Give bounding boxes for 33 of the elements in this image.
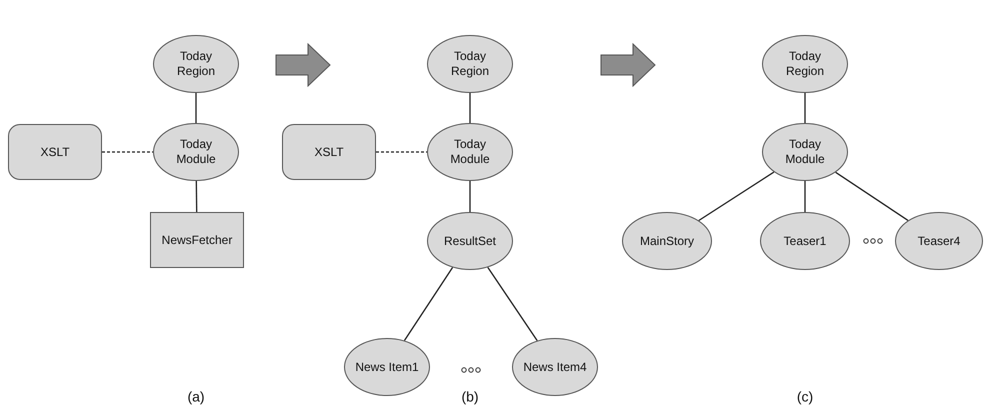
- panel-label: (b): [461, 388, 479, 406]
- node-label: Today Region: [784, 49, 826, 79]
- connector: [469, 93, 471, 123]
- node-label: News Item4: [522, 360, 588, 374]
- node-label: Teaser4: [916, 234, 962, 248]
- node-label: Today Module: [784, 137, 826, 167]
- connector: [835, 172, 908, 221]
- rounded-box: [8, 124, 102, 180]
- connector: [804, 93, 806, 123]
- node-label: XSLT: [313, 144, 345, 160]
- connector: [195, 93, 197, 123]
- dashed-connector: [102, 151, 153, 153]
- rounded-box: [282, 124, 376, 180]
- node-label: NewsFetcher: [160, 232, 234, 248]
- connector: [487, 267, 538, 341]
- node-label: ResultSet: [442, 234, 498, 248]
- connector: [804, 181, 806, 212]
- node-label: News Item1: [354, 360, 420, 374]
- process-box: [150, 212, 244, 268]
- node-label: Today Region: [176, 49, 216, 79]
- panel-label: (c): [796, 388, 814, 406]
- node-label: XSLT: [39, 144, 71, 160]
- node-label: MainStory: [638, 234, 696, 248]
- panel-label: (a): [187, 388, 205, 406]
- node-label: Today Module: [175, 137, 217, 167]
- node-label: Today Module: [449, 137, 491, 167]
- node-label: Today Region: [450, 49, 490, 79]
- dashed-connector: [376, 151, 427, 153]
- connector: [404, 267, 454, 341]
- connector: [698, 172, 774, 222]
- connector: [469, 181, 471, 212]
- connector: [196, 181, 198, 212]
- node-label: Teaser1: [782, 234, 828, 248]
